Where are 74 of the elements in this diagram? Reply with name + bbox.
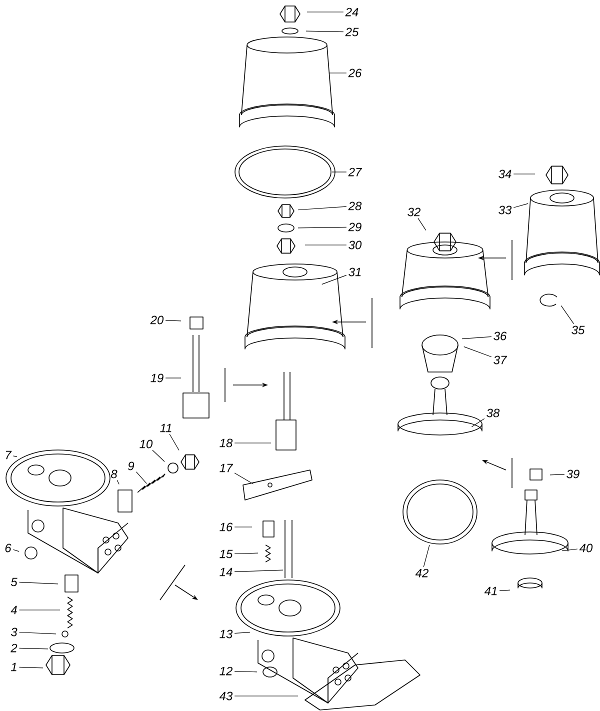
callout-number: 28 [348, 202, 362, 210]
callout-number: 24 [345, 8, 358, 16]
callout-number: 41 [484, 586, 497, 596]
callout-number: 27 [348, 168, 362, 176]
callout-number: 26 [348, 68, 362, 78]
callout-number: 1 [10, 662, 16, 672]
leader-line [328, 72, 347, 74]
callout-number: 14 [220, 568, 232, 576]
callout-number: 16 [220, 522, 233, 532]
leader-line [12, 549, 20, 552]
leader-line [18, 582, 58, 584]
leader-line [18, 666, 44, 668]
callout-number: 11 [160, 424, 172, 432]
leader-line [18, 632, 56, 634]
leader-line [423, 544, 430, 568]
callout-number: 25 [345, 28, 359, 36]
callout-number: 31 [348, 268, 361, 276]
callout-number: 5 [10, 578, 18, 586]
leader-line [234, 472, 254, 484]
leader-line [304, 244, 347, 246]
callout-number: 18 [220, 438, 233, 448]
callout-number: 34 [498, 170, 512, 178]
callout-number: 29 [348, 222, 362, 232]
callout-number: 43 [219, 692, 233, 700]
callout-number: 20 [150, 316, 164, 324]
leader-line [234, 552, 258, 554]
callout-number: 10 [140, 440, 153, 448]
callout-number: 37 [494, 356, 508, 364]
leader-line [464, 346, 492, 358]
leader-line [550, 474, 565, 476]
callout-number: 7 [6, 450, 12, 460]
callout-number: 38 [486, 408, 500, 418]
leader-line [471, 418, 485, 428]
leader-line [418, 218, 426, 231]
leader-line [234, 526, 252, 528]
leader-line [234, 570, 284, 572]
callout-number: 9 [128, 462, 134, 470]
leader-line [499, 590, 510, 591]
leader-line [136, 472, 147, 484]
callout-number: 8 [110, 470, 118, 478]
callout-number: 36 [494, 332, 507, 340]
leader-line [169, 434, 180, 451]
callout-number: 32 [408, 208, 420, 216]
leader-line [234, 670, 258, 672]
leader-line [462, 336, 492, 340]
callout-number: 3 [10, 628, 18, 636]
leader-line [322, 274, 347, 285]
callout-number: 40 [579, 544, 593, 552]
callout-number: 42 [415, 568, 428, 578]
leader-line [12, 456, 18, 457]
callout-number: 12 [220, 666, 232, 676]
leader-line [152, 450, 165, 462]
leader-line [560, 305, 574, 324]
callout-number: 4 [10, 606, 17, 614]
callout-number: 30 [348, 240, 362, 250]
leader-line [306, 30, 344, 32]
leader-line [165, 320, 182, 322]
callout-number: 13 [220, 630, 233, 638]
callout-number: 2 [10, 644, 18, 652]
callout-number: 33 [498, 206, 512, 214]
leader-line [234, 442, 272, 444]
callout-number: 17 [220, 464, 234, 472]
leader-line [298, 226, 347, 228]
callout-number: 39 [566, 470, 580, 478]
leader-line [562, 548, 578, 552]
callout-number: 15 [220, 550, 233, 558]
leader-line [116, 480, 120, 485]
leader-line [513, 203, 528, 208]
callout-number: 6 [5, 544, 12, 552]
leader-line [18, 648, 48, 650]
callout-number: 35 [572, 326, 585, 334]
leader-line [298, 206, 347, 210]
leader-line [234, 632, 250, 634]
callout-number: 19 [150, 374, 164, 382]
